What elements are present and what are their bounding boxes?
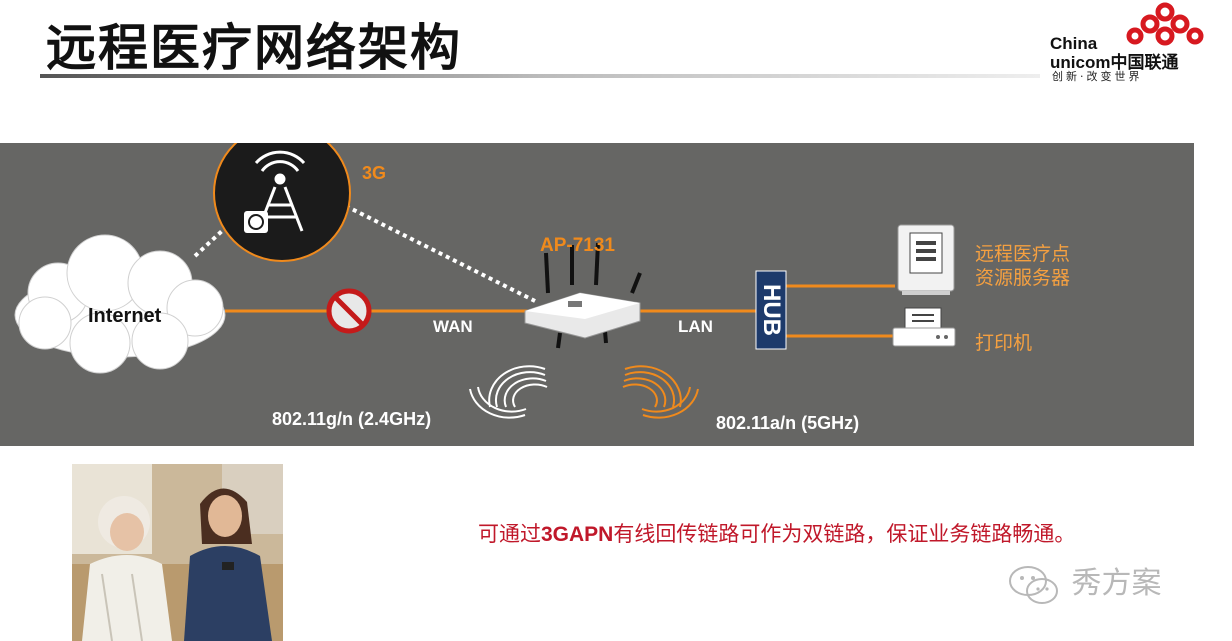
logo-slogan: 创新·改变世界 xyxy=(1052,68,1143,84)
wifi-waves-5ghz-icon xyxy=(623,366,698,417)
watermark-text: 秀方案 xyxy=(1072,566,1162,601)
knot-logo-icon xyxy=(1120,2,1210,48)
internet-cloud-icon xyxy=(15,235,225,373)
lan-label: LAN xyxy=(678,317,713,337)
ap-model-label: AP-7131 xyxy=(540,235,615,257)
server-label-line1: 远程医疗点 xyxy=(975,239,1070,266)
access-point-icon xyxy=(525,243,640,348)
hub-label: HUB xyxy=(757,284,785,336)
wifi-5ghz-label: 802.11a/n (5GHz) xyxy=(716,413,859,434)
caption-suffix: 有线回传链路可作为双链路，保证业务链路畅通。 xyxy=(613,522,1075,546)
internet-label: Internet xyxy=(88,305,161,328)
network-diagram: Internet 3G AP-7131 WAN LAN HUB 远程医疗点 资源… xyxy=(0,143,1194,446)
caption-highlight: 3GAPN xyxy=(541,523,613,546)
server-icon xyxy=(898,225,954,295)
printer-label: 打印机 xyxy=(975,328,1032,355)
nurse-patient-photo xyxy=(72,464,283,641)
printer-icon xyxy=(893,308,955,346)
caption-prefix: 可通过 xyxy=(478,522,541,546)
server-label-line2: 资源服务器 xyxy=(975,263,1070,290)
3g-label: 3G xyxy=(362,163,386,184)
china-unicom-logo: China unicom中国联通 创新·改变世界 xyxy=(1050,2,1228,82)
watermark: 秀方案 xyxy=(1006,558,1162,605)
wifi-waves-2-4ghz-icon xyxy=(470,366,547,417)
diagram-graphics xyxy=(0,143,1194,446)
page-title: 远程医疗网络架构 xyxy=(46,8,462,80)
wifi-2-4ghz-label: 802.11g/n (2.4GHz) xyxy=(272,409,431,430)
cell-tower-icon xyxy=(214,143,350,261)
blocked-link-icon xyxy=(329,291,369,331)
title-underline xyxy=(40,74,1040,78)
wan-label: WAN xyxy=(433,317,473,337)
caption-text: 可通过3GAPN有线回传链路可作为双链路，保证业务链路畅通。 xyxy=(478,518,1075,548)
wechat-icon xyxy=(1006,565,1062,605)
